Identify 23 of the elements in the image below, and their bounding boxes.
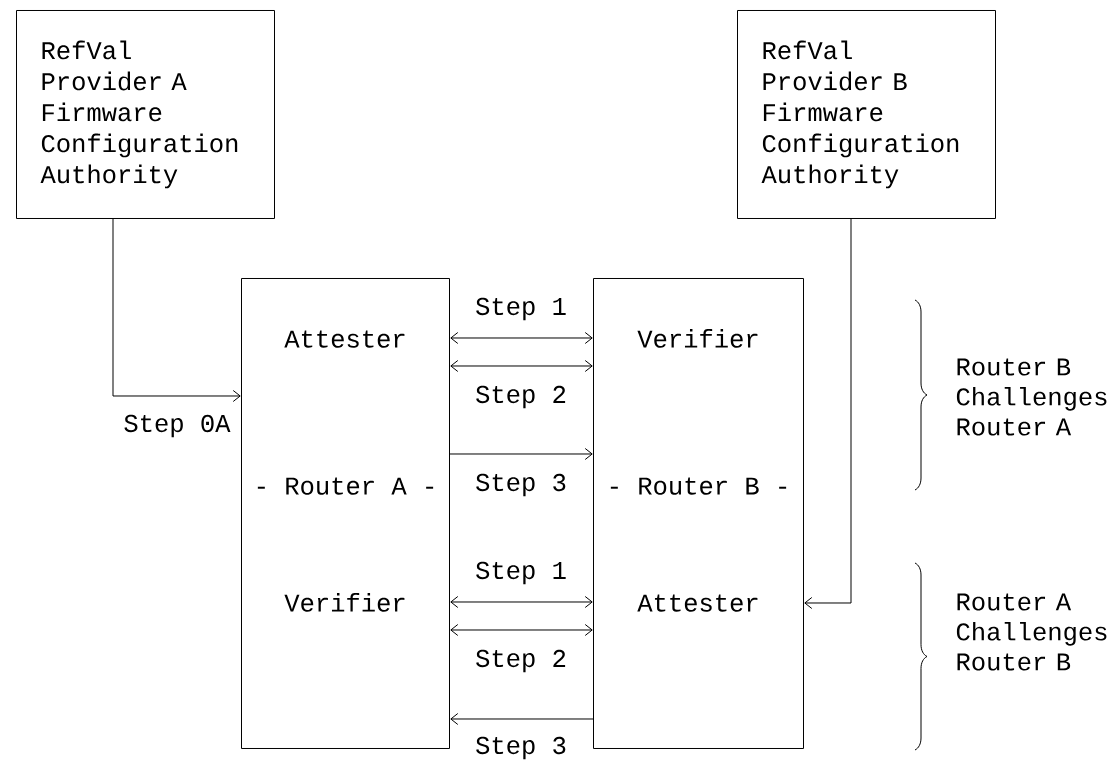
edge-label: Step 3 — [474, 735, 568, 761]
role-label: Attester — [284, 330, 405, 348]
edge-label: Step 1 — [474, 560, 568, 586]
role-label: Attester — [637, 594, 758, 612]
edge-label: Step 3 — [474, 472, 568, 498]
arrow — [450, 624, 593, 636]
edge-label: Step 2 — [474, 384, 568, 410]
arrow — [450, 713, 594, 725]
role-label: Verifier — [637, 329, 758, 348]
arrow — [450, 596, 593, 608]
edge-label: Step 0A — [122, 413, 232, 439]
authority-box: RefVal Provider A Firmware Configuration Authority — [16, 10, 275, 219]
role-label: Verifier — [284, 593, 405, 612]
arrow — [112, 218, 241, 402]
arrow — [450, 332, 593, 344]
arrow — [449, 448, 593, 460]
arrow — [450, 360, 593, 372]
annotation-text: Router A Challenges Router B — [956, 593, 1107, 671]
authority-box: RefVal Provider B Firmware Configuration Authority — [737, 10, 996, 219]
edge-label: Step 2 — [474, 648, 568, 674]
edge-label: Step 1 — [474, 296, 568, 322]
annotation-text: Router B Challenges Router A — [956, 358, 1107, 436]
arrow — [804, 218, 852, 609]
